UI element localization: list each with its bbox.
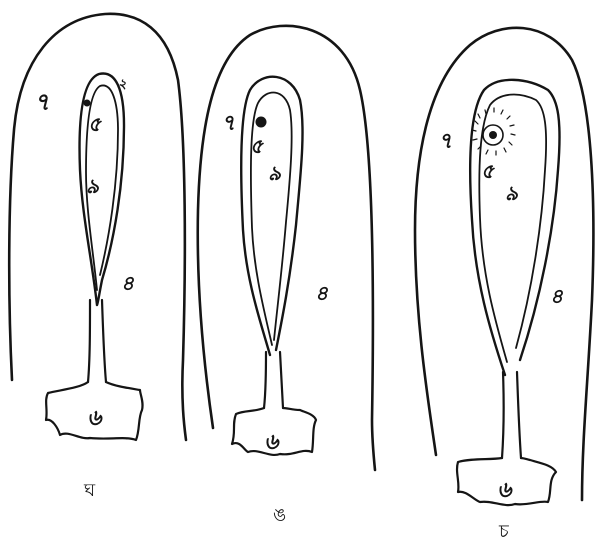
panel-3-label-outer: ৭ [438,128,452,154]
panel-1: ৭ ২ ৫ ৯ ৪ ৬ ঘ [9,14,186,501]
panel-2-stalk [264,352,283,408]
panel-1-label-tip: ২ [118,77,126,92]
panel-2-label-cell: ৫ [250,134,265,158]
panel-1-label-cell: ৫ [88,112,103,136]
panel-2-label-canal: ৯ [268,161,282,185]
panel-2-label-body: ৪ [315,281,329,305]
panel-2-canal-outer [241,77,302,355]
panel-1-label-base: ৬ [87,405,103,431]
panel-2-outer-wall [198,26,375,470]
panel-2-label-base: ৬ [264,429,280,455]
panel-3-stalk [502,372,521,458]
panel-1-caption: ঘ [83,480,96,501]
panel-1-stalk [88,300,106,382]
panel-3-label-canal: ৯ [505,181,519,205]
panel-2-label-outer: ৭ [221,110,235,136]
panel-3-cell-nucleus [472,108,515,155]
panel-1-outer-wall [9,14,186,440]
panel-2: ৭ ৫ ৯ ৪ ৬ ঙ [198,26,375,526]
panel-3-caption: চ [498,521,509,541]
panel-3: ৭ ৫ ৯ ৪ ৬ চ [415,28,593,541]
panel-1-label-canal: ৯ [86,174,100,198]
panel-1-label-body: ৪ [121,271,135,295]
panel-3-label-body: ৪ [550,284,564,308]
panel-3-label-cell: ৫ [481,159,496,183]
panel-2-caption: ঙ [273,505,286,526]
panel-1-cell-dot [84,100,91,107]
panel-3-label-base: ৬ [497,477,513,503]
panel-1-label-outer: ৭ [34,87,50,116]
panel-2-cell-dot [256,117,267,128]
